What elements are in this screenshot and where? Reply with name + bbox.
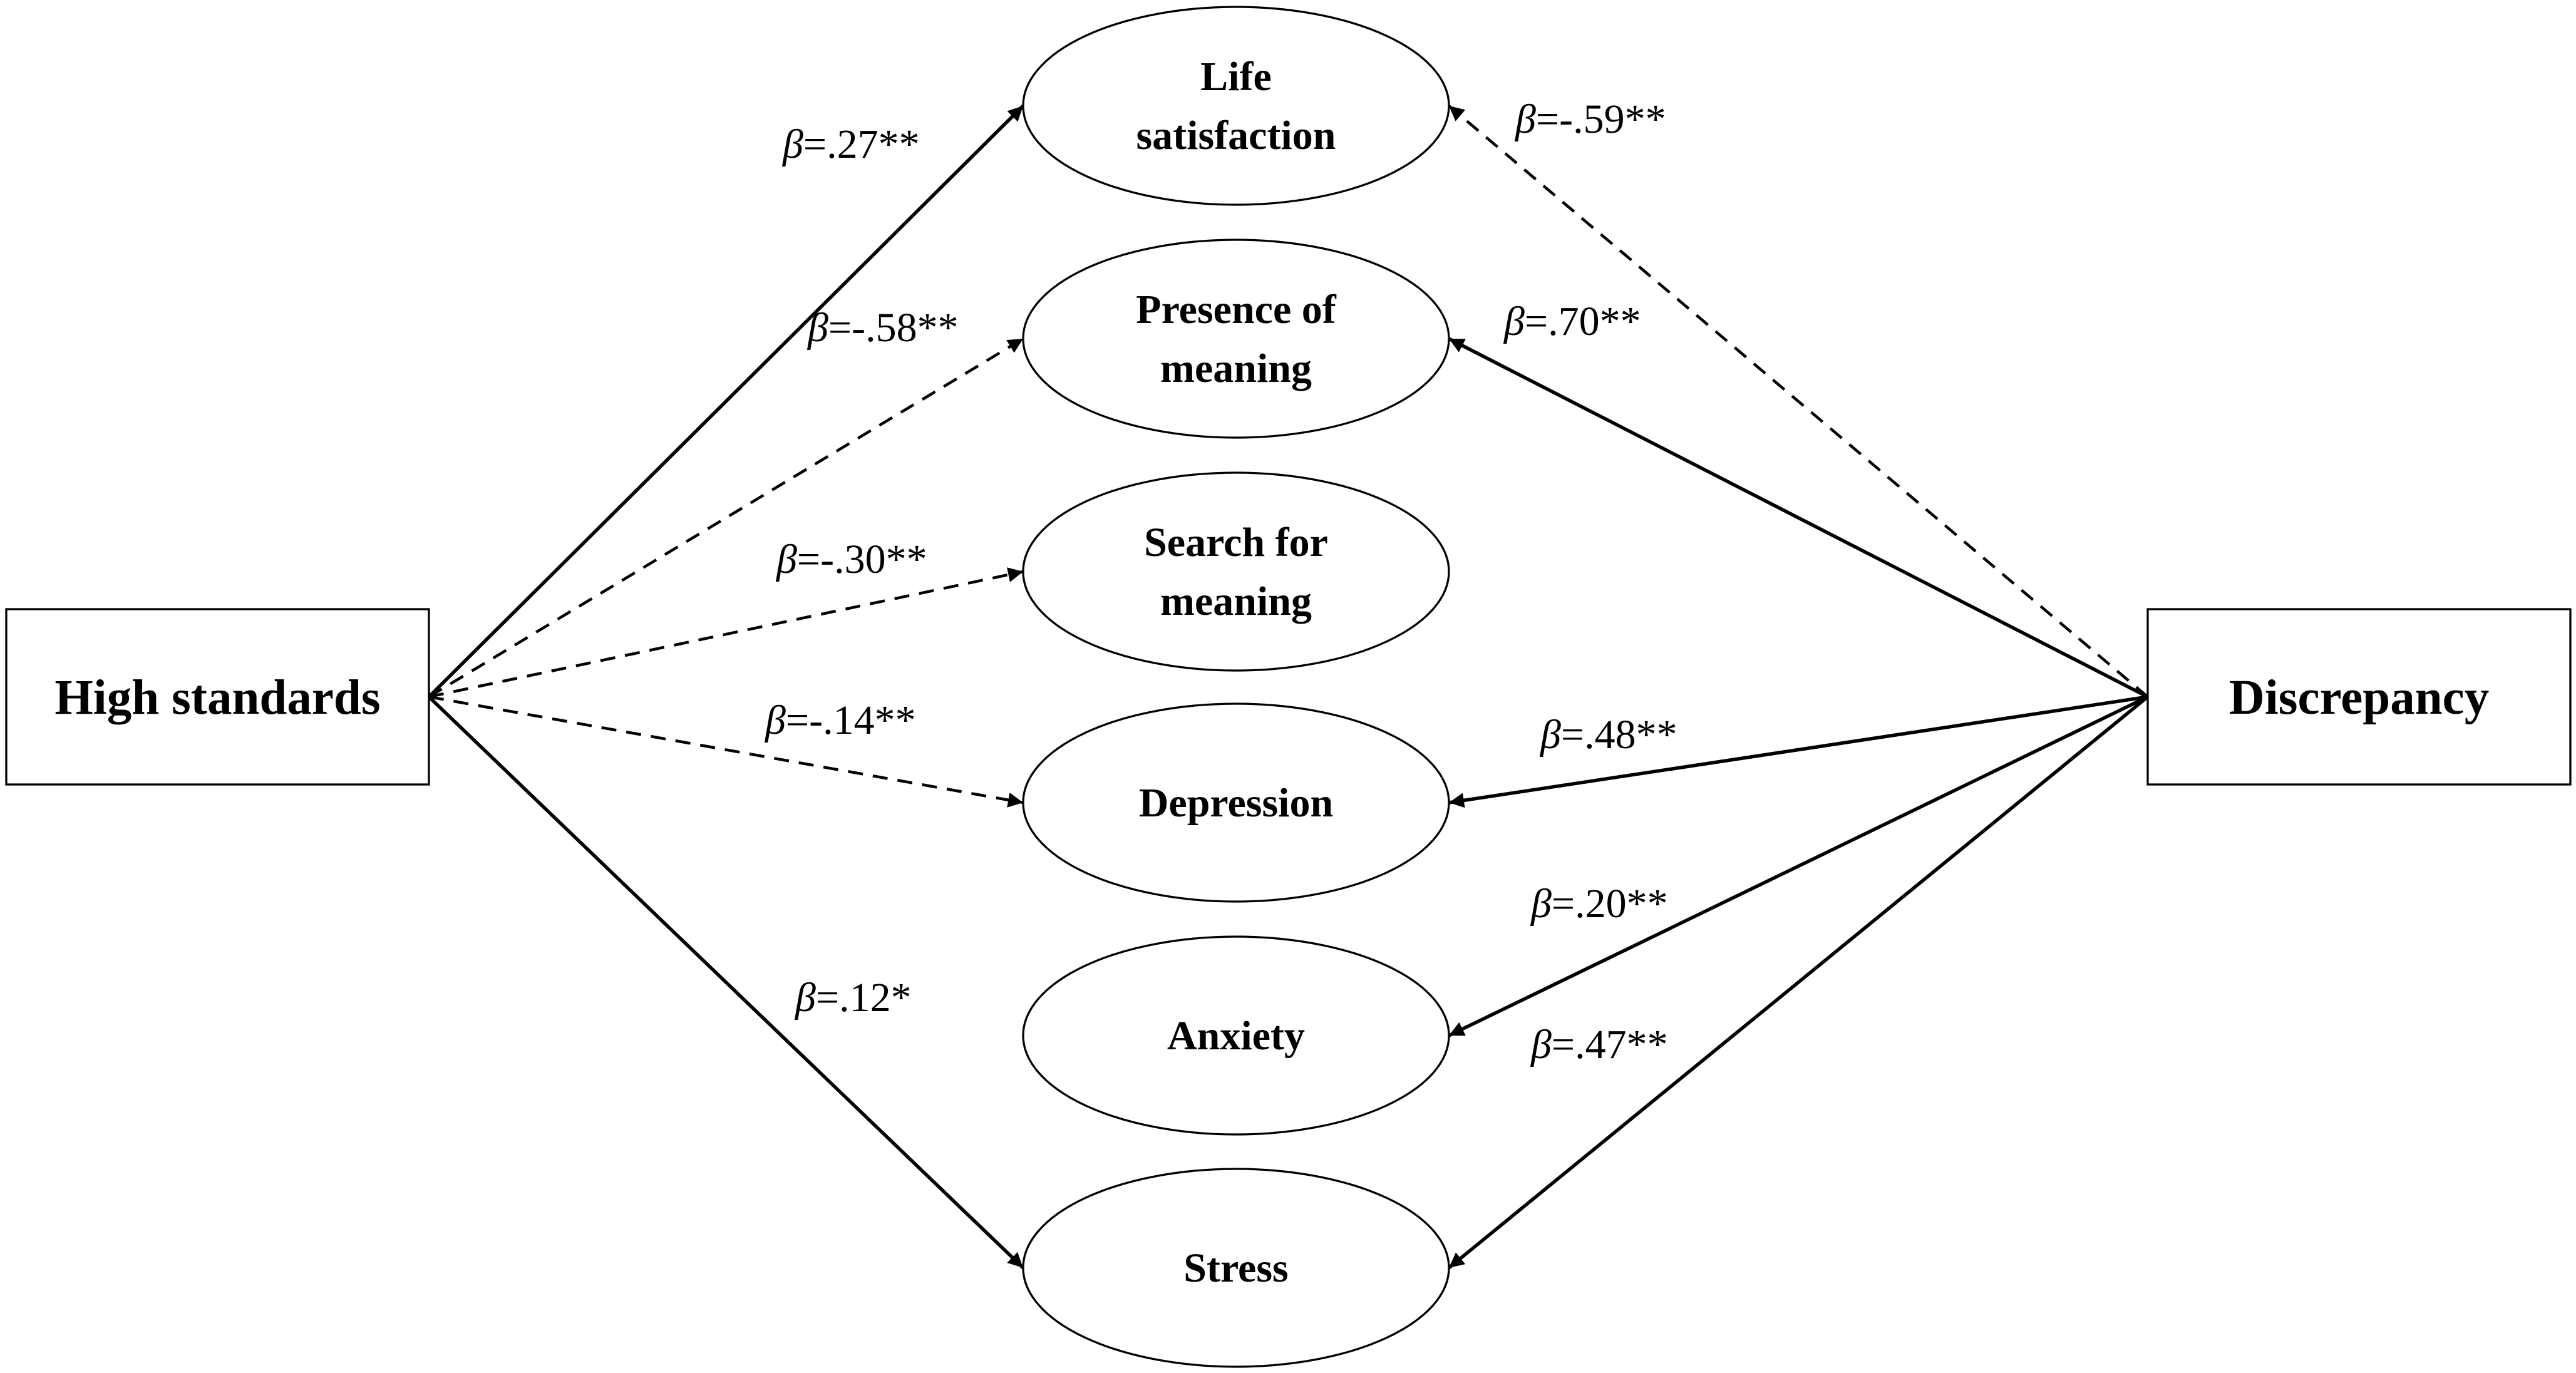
outcome-label-line: Depression [1139, 780, 1333, 826]
outcome-node-presence-of-meaning: Presence of meaning [1022, 239, 1450, 439]
predictor-node-high-standards: High standards [5, 608, 430, 786]
outcome-node-stress: Stress [1022, 1168, 1450, 1368]
coefficient-labels: β=.27**β=-.58**β=-.30**β=-.14**β=.12*β=-… [764, 96, 1677, 1067]
beta-symbol: β [1514, 96, 1536, 142]
path-arrow-discrepancy-to-stress [1448, 695, 2149, 1270]
coefficient-value: =-.59** [1536, 96, 1666, 142]
coefficient-label-high-standards-to-depression: β=-.14** [764, 697, 916, 743]
outcome-ellipse [1022, 471, 1450, 672]
outcome-ellipse [1022, 702, 1450, 903]
outcome-label-line: Presence of [1136, 287, 1336, 332]
predictor-label: High standards [54, 671, 380, 725]
outcome-ellipse [1022, 1168, 1450, 1368]
coefficient-label-discrepancy-to-anxiety: β=.20** [1530, 881, 1668, 927]
outcome-ellipse [1022, 6, 1450, 206]
path-arrow-discrepancy-to-presence-of-meaning [1448, 337, 2149, 699]
outcome-label-line: satisfaction [1136, 113, 1336, 158]
path-arrow-discrepancy-to-life-satisfaction [1448, 105, 2149, 698]
predictor-box [5, 608, 430, 786]
outcome-label-line: Life [1200, 54, 1272, 100]
beta-symbol: β [794, 975, 816, 1021]
coefficient-label-high-standards-to-stress: β=.12* [794, 975, 912, 1021]
path-arrows [428, 105, 2149, 1270]
beta-symbol: β [1530, 881, 1552, 927]
beta-symbol: β [1539, 712, 1561, 758]
coefficient-label-high-standards-to-life-satisfaction: β=.27** [781, 121, 920, 167]
outcome-label-line: meaning [1160, 579, 1312, 624]
path-arrow-high-standards-to-depression [428, 695, 1024, 808]
coefficient-value: =.27** [803, 121, 920, 167]
path-arrow-high-standards-to-presence-of-meaning [428, 337, 1024, 698]
coefficient-value: =.12* [816, 975, 912, 1021]
coefficient-value: =.47** [1552, 1022, 1668, 1067]
outcome-node-anxiety: Anxiety [1022, 935, 1450, 1136]
outcome-node-depression: Depression [1022, 702, 1450, 903]
outcome-label-line: Stress [1183, 1245, 1288, 1291]
outcome-node-life-satisfaction: Life satisfaction [1022, 6, 1450, 206]
coefficient-label-high-standards-to-search-for-meaning: β=-.30** [775, 537, 927, 582]
outcome-ellipse [1022, 239, 1450, 439]
predictor-box [2146, 608, 2572, 786]
predictor-node-discrepancy: Discrepancy [2146, 608, 2572, 786]
outcome-label-line: meaning [1160, 346, 1312, 391]
path-arrow-high-standards-to-search-for-meaning [428, 567, 1024, 699]
beta-symbol: β [806, 305, 828, 351]
coefficient-value: =.48** [1561, 712, 1677, 758]
path-arrow-high-standards-to-life-satisfaction [428, 105, 1024, 698]
beta-symbol: β [1503, 299, 1525, 344]
coefficient-label-discrepancy-to-stress: β=.47** [1530, 1022, 1668, 1067]
outcome-label-line: Anxiety [1167, 1013, 1305, 1059]
path-arrow-discrepancy-to-anxiety [1448, 695, 2149, 1037]
outcome-ellipse [1022, 935, 1450, 1136]
coefficient-value: =-.58** [828, 305, 959, 351]
beta-symbol: β [775, 537, 797, 582]
coefficient-label-discrepancy-to-presence-of-meaning: β=.70** [1503, 299, 1641, 344]
coefficient-label-discrepancy-to-depression: β=.48** [1539, 712, 1677, 758]
coefficient-value: =-.30** [797, 537, 927, 582]
coefficient-value: =.70** [1525, 299, 1641, 344]
outcome-label-line: Search for [1144, 520, 1328, 565]
predictor-label: Discrepancy [2229, 671, 2489, 725]
coefficient-label-discrepancy-to-life-satisfaction: β=-.59** [1514, 96, 1666, 142]
beta-symbol: β [764, 697, 786, 743]
coefficient-label-high-standards-to-presence-of-meaning: β=-.58** [806, 305, 959, 351]
beta-symbol: β [1530, 1022, 1552, 1067]
coefficient-value: =.20** [1552, 881, 1668, 927]
path-arrow-high-standards-to-stress [428, 696, 1024, 1269]
coefficient-value: =-.14** [786, 697, 916, 743]
beta-symbol: β [781, 121, 803, 167]
outcome-node-search-for-meaning: Search for meaning [1022, 471, 1450, 672]
path-arrow-discrepancy-to-depression [1448, 695, 2148, 808]
